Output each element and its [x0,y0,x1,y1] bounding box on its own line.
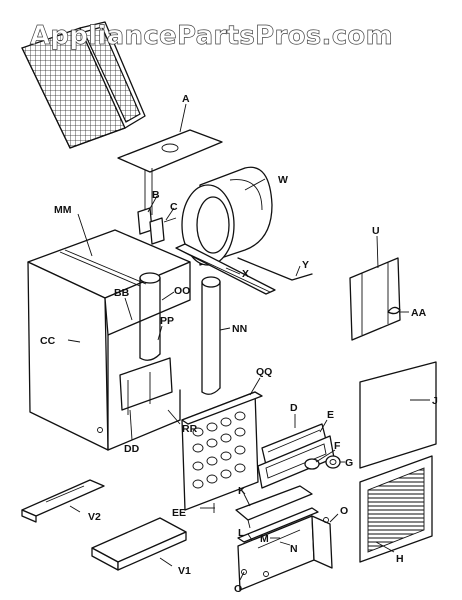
label-j: J [432,395,438,407]
label-cc: CC [40,335,56,347]
tray-part-v2 [21,479,105,523]
label-y: Y [302,259,309,271]
label-nn: NN [232,323,247,335]
label-f: F [334,440,341,452]
knob-part-g [325,455,341,469]
label-w: W [278,174,288,186]
furnace-cabinet [27,229,191,451]
label-n: N [290,543,298,555]
flue-pipe-part-oo [139,272,161,361]
label-bb: BB [114,287,130,299]
label-ee: EE [172,507,186,519]
burner-tray-part-k [235,485,313,529]
label-m: M [260,533,269,545]
rail-part-x [175,243,276,295]
label-u: U [372,225,380,237]
tray-part-v1 [91,517,187,571]
label-mm: MM [54,204,72,216]
label-qq: QQ [256,366,272,378]
label-dd: DD [124,443,140,455]
label-rr: RR [182,423,198,435]
label-g: G [345,457,353,469]
part-labels: A B C W MM X Y U AA BB OO CC PP NN QQ RR… [40,93,438,595]
label-l: L [238,527,245,539]
label-d: D [290,402,298,414]
label-x: X [242,268,249,280]
rail-part-y [237,257,313,281]
label-o-bottom: O [234,583,242,595]
washer-part-f [304,458,320,470]
label-e: E [327,409,334,421]
panel-part-j [359,361,437,469]
bracket-part-u [349,257,401,341]
burner-panel-part-qq [181,391,263,511]
watermark-text: AppliancePartsPros.com [30,21,393,51]
label-h: H [396,553,404,565]
label-a: A [182,93,190,105]
label-v2: V2 [88,511,101,523]
blower-part-w [181,166,273,266]
burner-box-part-l [237,507,333,591]
label-k: K [238,485,246,497]
label-oo: OO [174,285,190,297]
air-filter [21,21,146,149]
label-b: B [152,189,160,201]
label-c: C [170,201,178,213]
panel-holes [192,411,246,489]
label-o-right: O [340,505,348,517]
bracket-part-b [137,207,177,245]
label-pp: PP [160,315,174,327]
plate-part-a [117,129,223,215]
label-aa: AA [411,307,427,319]
label-v1: V1 [178,565,191,577]
leader-lines [67,103,430,581]
pipe-part-nn [201,276,221,395]
grille-part-h [359,455,433,563]
